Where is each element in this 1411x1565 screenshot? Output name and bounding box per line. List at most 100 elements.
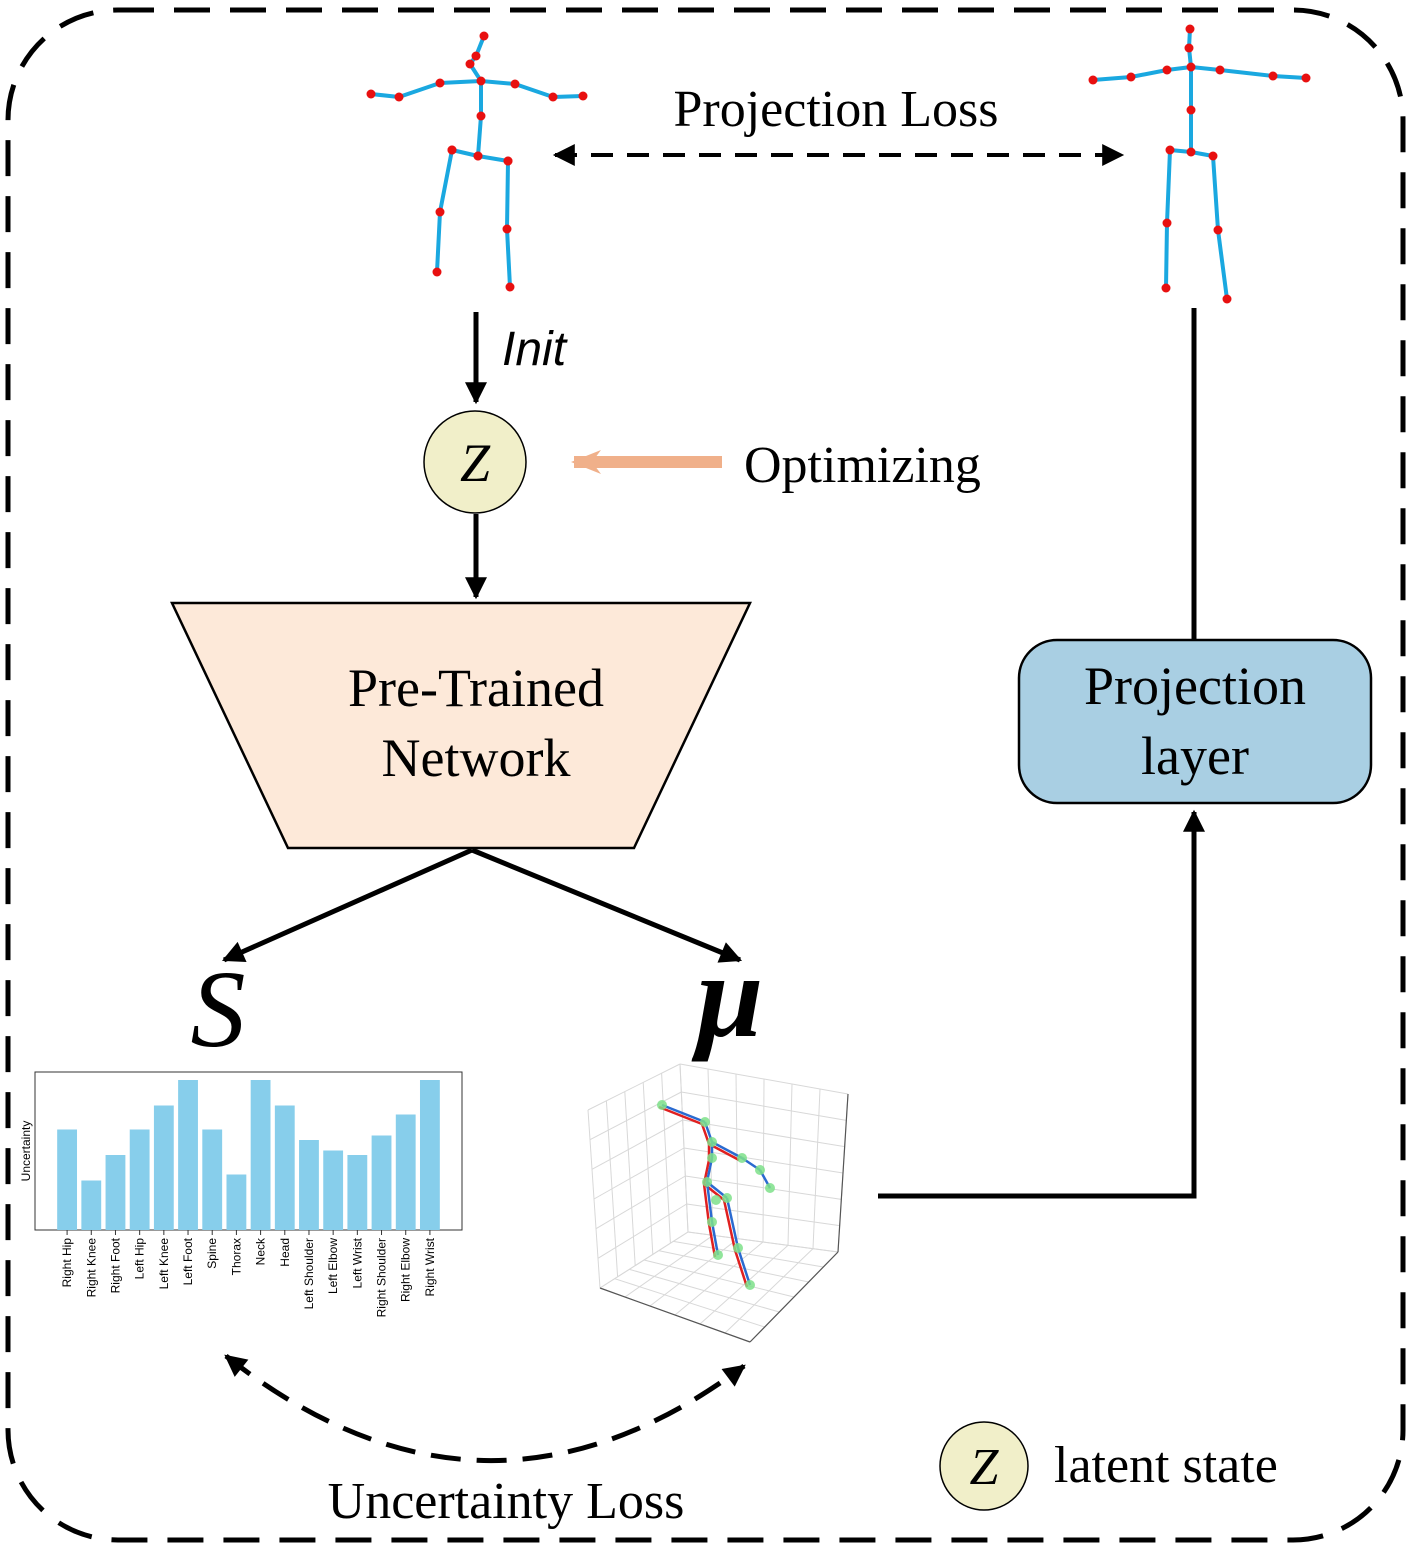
pose-to-projection-path (878, 809, 1205, 1199)
plot-grid-line (597, 1203, 687, 1259)
input-pose-joint (548, 92, 558, 102)
bar-category-label: Right Shoulder (375, 1238, 389, 1317)
pose-limb-red (722, 1199, 737, 1251)
bar (250, 1080, 271, 1230)
input-pose-joint (473, 151, 483, 161)
bar (57, 1129, 78, 1230)
projected-pose-joint (1162, 218, 1172, 228)
projected-pose-joint (1186, 105, 1196, 115)
latent-state-symbol: Z (460, 433, 491, 493)
uncertainty-loss-label: Uncertainty Loss (328, 1473, 685, 1530)
pose-limb-blue (736, 1247, 752, 1286)
network-to-sigma-arrow (221, 847, 474, 963)
projection-label-line1: Projection (1084, 656, 1306, 716)
sigma-symbol: S (191, 948, 246, 1070)
projected-pose-bone (1091, 75, 1133, 82)
projected-pose-joint (1161, 283, 1171, 293)
pose-limb-red (702, 1183, 711, 1225)
pose-limb-blue (711, 1140, 743, 1160)
pose-limb-red (707, 1223, 717, 1258)
bar-category-label: Thorax (229, 1238, 243, 1275)
bar (153, 1105, 174, 1230)
network-label-line2: Network (382, 728, 571, 788)
input-pose-joint (394, 92, 404, 102)
legend-text: latent state (1054, 1437, 1278, 1494)
projected-pose-bone (1218, 68, 1275, 78)
bar (178, 1080, 198, 1230)
bar-category-label: Left Knee (157, 1238, 171, 1290)
input-pose-bone (476, 114, 483, 158)
input-pose-bone (505, 159, 510, 231)
bar (323, 1150, 344, 1230)
plot-grid-line (681, 1091, 847, 1121)
pose-joint (707, 1137, 717, 1147)
projected-pose-joint (1213, 225, 1223, 235)
input-pose-joint (471, 51, 481, 61)
bar (274, 1105, 295, 1230)
pose-joint (711, 1195, 721, 1205)
input-pose-joint (476, 111, 486, 121)
init-label: Init (502, 323, 568, 376)
bar-category-label: Right Knee (84, 1238, 98, 1298)
pose-limb-blue (710, 1221, 720, 1256)
bar (129, 1129, 150, 1230)
projected-pose-joint (1088, 75, 1098, 85)
pose-limb-blue (705, 1181, 714, 1223)
bar-chart-ylabel: Uncertainty (19, 1121, 33, 1182)
bar (299, 1140, 319, 1230)
projected-pose-joint (1268, 71, 1278, 81)
bar (226, 1174, 247, 1230)
projected-pose-skeleton (1088, 24, 1311, 304)
projection-loss-label: Projection Loss (674, 81, 999, 138)
input-pose-joint (435, 78, 445, 88)
pose-joint (755, 1165, 765, 1175)
plot-grid-line (686, 1203, 840, 1227)
bar (419, 1080, 440, 1230)
bar-category-label: Neck (254, 1237, 268, 1265)
input-pose-joint (432, 267, 442, 277)
pose-joint (707, 1217, 717, 1227)
plot-grid-line (658, 1250, 809, 1283)
projected-pose-joint (1208, 151, 1218, 161)
pose-joint (700, 1117, 710, 1127)
projected-pose-joint (1162, 65, 1172, 75)
bar-category-label: Right Foot (108, 1237, 122, 1293)
legend-latent-icon (939, 1421, 1029, 1511)
input-pose-bone (397, 81, 442, 99)
plot-grid-line (682, 1119, 845, 1148)
pose-limb-blue (725, 1197, 740, 1249)
bar (202, 1129, 223, 1230)
pose-joint (765, 1183, 775, 1193)
legend-latent-symbol: Z (970, 1439, 1000, 1496)
uncertainty-loss-arrow (224, 1354, 746, 1464)
input-pose-bone (438, 148, 454, 214)
input-pose-joint (366, 89, 376, 99)
projected-pose-joint (1222, 294, 1232, 304)
plot-axis (837, 1093, 849, 1253)
projected-pose-bone (1189, 65, 1222, 72)
plot-grid-line (589, 1091, 682, 1141)
mu-symbol: μ (691, 929, 764, 1062)
input-pose-bone (513, 82, 555, 99)
pose-joint (745, 1280, 755, 1290)
plot-grid-line (687, 1231, 839, 1253)
bar-category-label: Left Shoulder (302, 1238, 316, 1309)
bar-category-label: Right Wrist (423, 1237, 437, 1296)
plot-grid-line (593, 1147, 685, 1200)
pose-limb-red (708, 1142, 740, 1162)
input-pose-joint (505, 282, 515, 292)
input-pose-joint (435, 207, 445, 217)
pose-limb-blue (661, 1103, 706, 1124)
bar-category-label: Right Hip (60, 1238, 74, 1288)
projected-pose-bone (1216, 228, 1229, 301)
projected-pose-joint (1186, 62, 1196, 72)
bar-category-label: Left Foot (181, 1237, 195, 1285)
projected-pose-joint (1126, 72, 1136, 82)
projected-pose-joint (1301, 73, 1311, 83)
pose-joint (657, 1100, 667, 1110)
projected-pose-bone (1164, 221, 1169, 290)
projected-pose-joint (1185, 24, 1195, 34)
bar-category-label: Left Wrist (350, 1237, 364, 1288)
